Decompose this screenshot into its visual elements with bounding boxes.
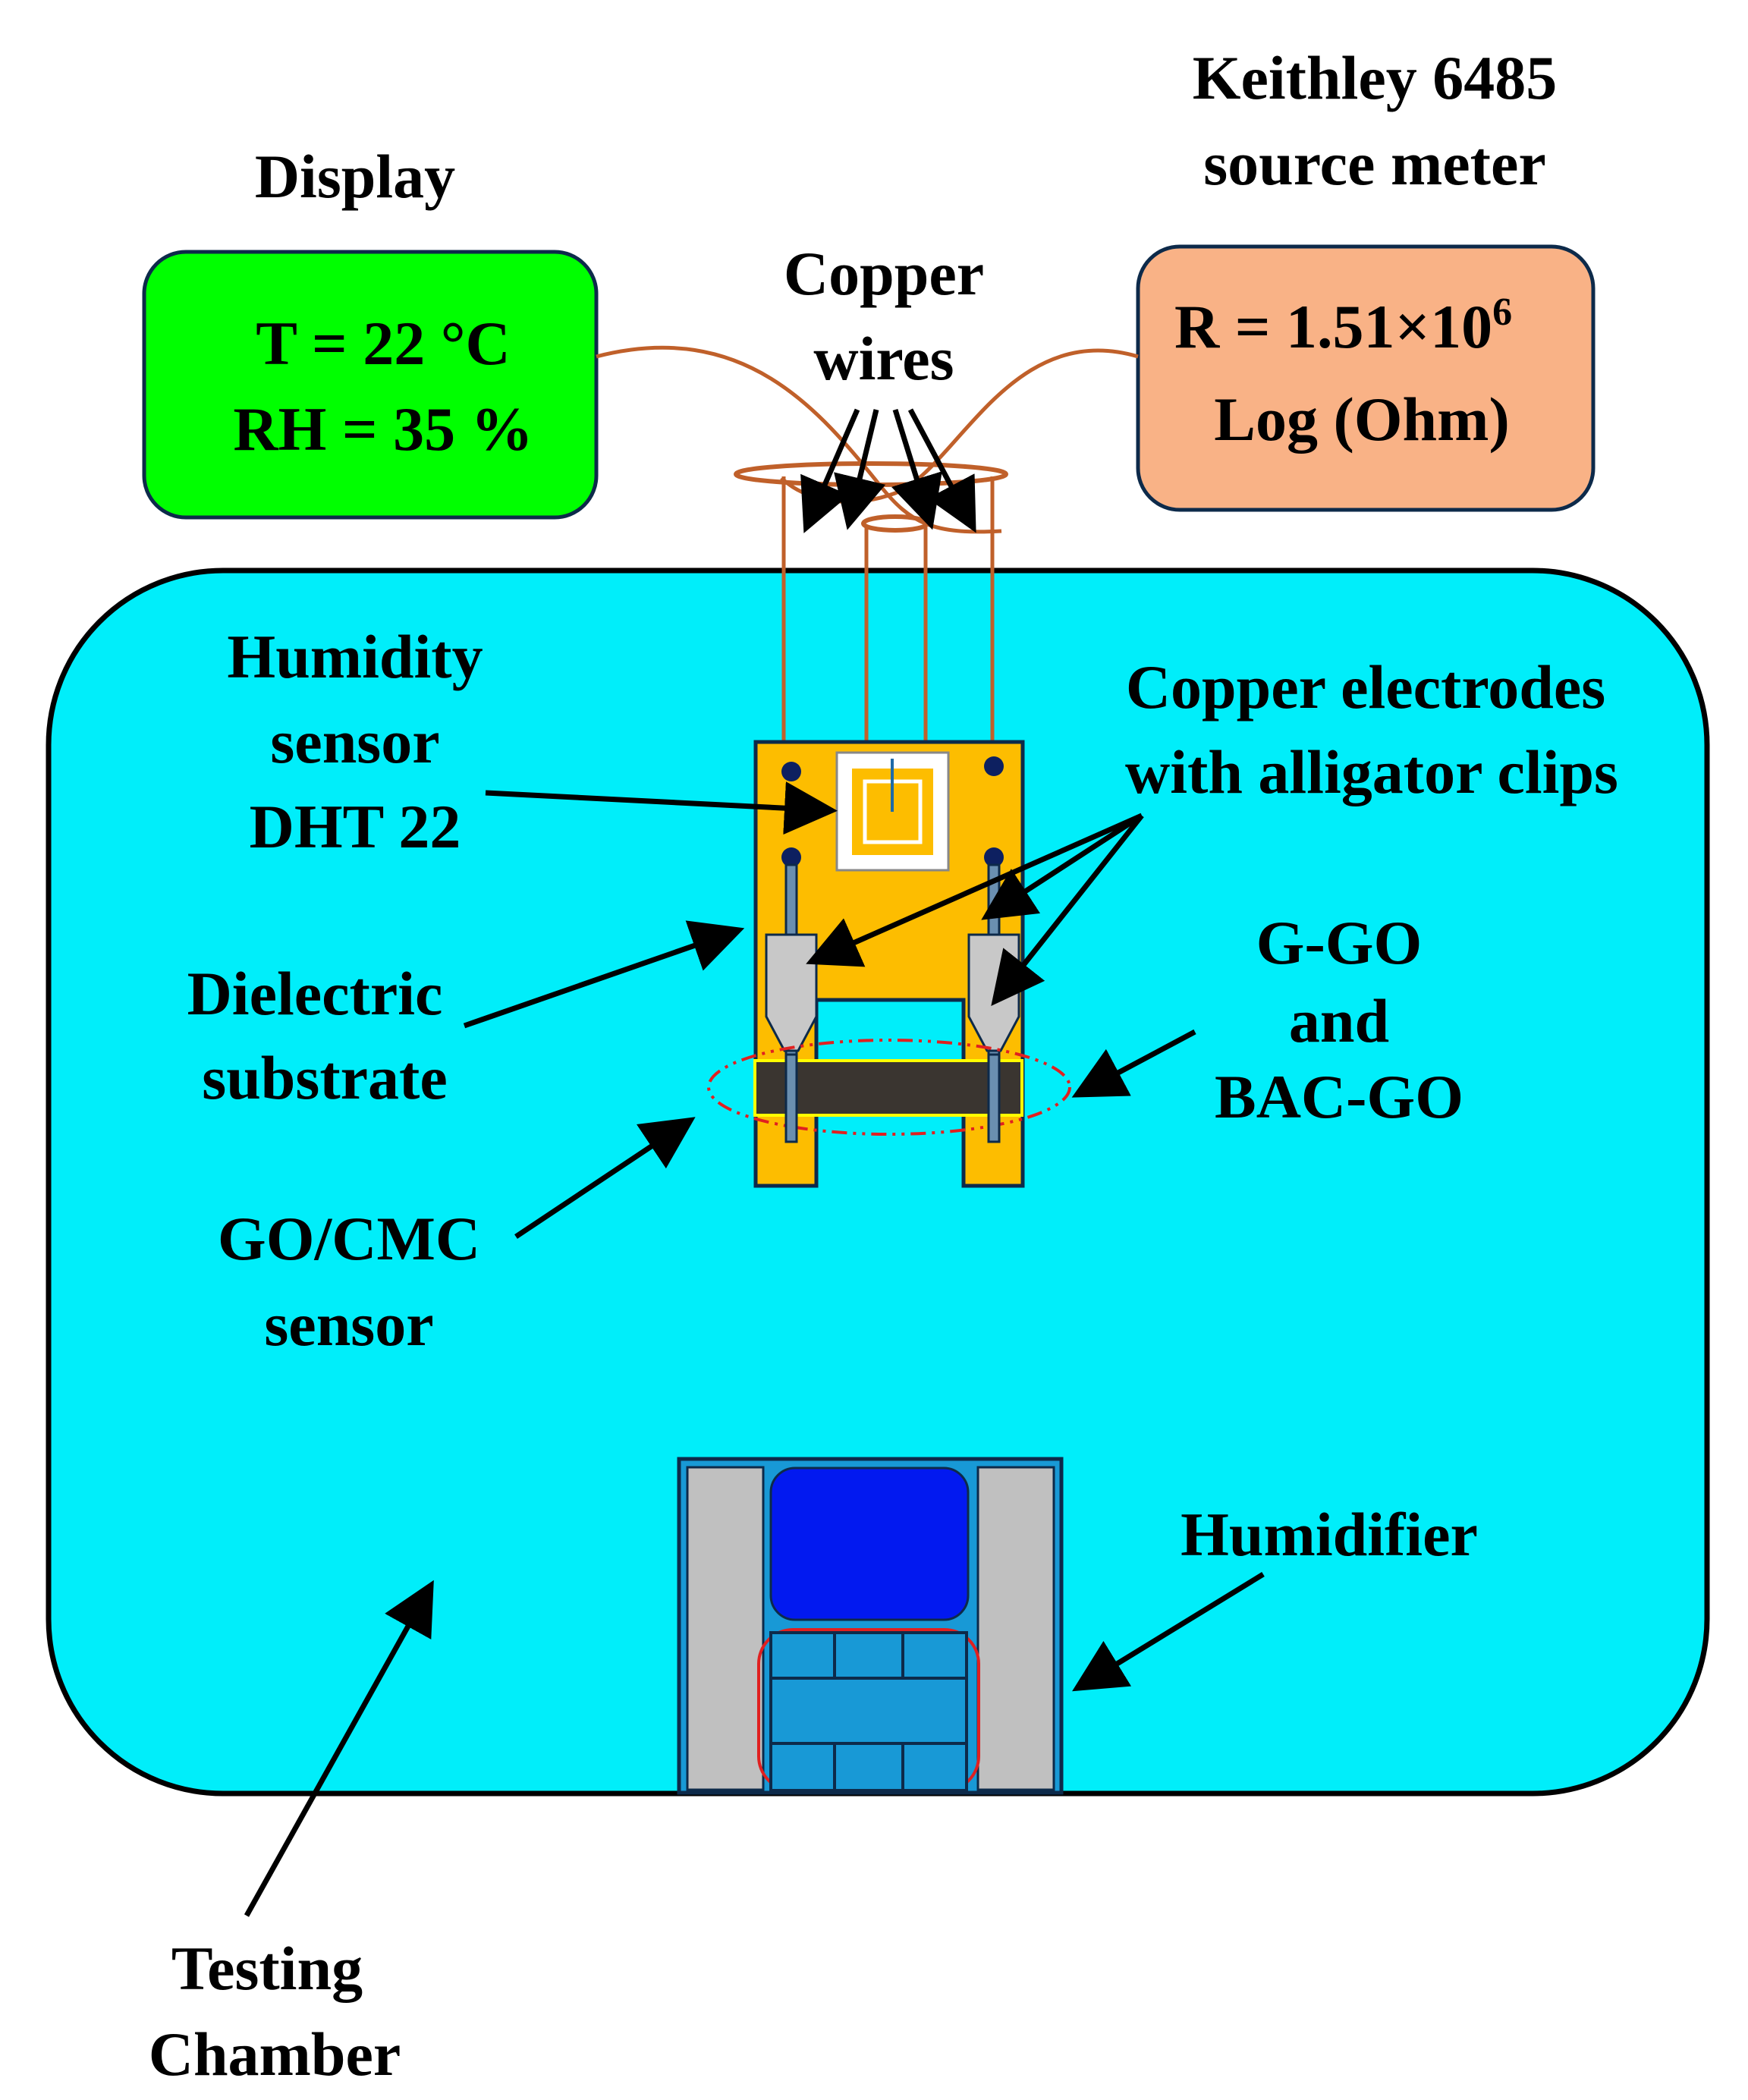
label-copper-electrodes-2: with alligator clips [1125, 737, 1618, 806]
label-humidity-sensor-3: DHT 22 [250, 792, 461, 861]
arrow-dht22 [485, 781, 838, 835]
arrow-chamber [244, 1580, 434, 1917]
label-gocmc-1: GO/CMC [218, 1204, 480, 1273]
humidifier-block-bottom [769, 1742, 968, 1792]
label-humidity-sensor-2: sensor [270, 707, 439, 776]
meter-title-line1: Keithley 6485 [1193, 43, 1558, 112]
meter-resistance-main: R = 1.51×10 [1174, 292, 1492, 361]
arrow-films [1071, 1029, 1196, 1098]
sensor-film [753, 1059, 1023, 1117]
electrode-tip-right [987, 1053, 1001, 1143]
arrow-gocmc [514, 1117, 696, 1239]
label-dielectric-2: substrate [202, 1043, 447, 1112]
contact-dot-1 [781, 762, 801, 781]
display-title: Display [255, 142, 455, 211]
label-copper-wires-2: wires [813, 324, 954, 393]
arrow-wires-1 [800, 408, 860, 533]
meter-unit: Log (Ohm) [1214, 385, 1510, 454]
meter-resistance-exponent: 6 [1492, 291, 1512, 334]
arrow-electrodes-1 [806, 813, 1143, 967]
label-films-3: BAC-GO [1215, 1062, 1463, 1131]
arrow-electrodes-2 [981, 813, 1143, 920]
display-temperature: T = 22 °C [256, 309, 510, 378]
label-films-1: G-GO [1256, 908, 1423, 977]
label-copper-electrodes-1: Copper electrodes [1126, 652, 1605, 721]
label-humidity-sensor-1: Humidity [227, 622, 483, 691]
arrow-wires-3 [891, 408, 942, 530]
label-chamber-2: Chamber [149, 2020, 401, 2089]
arrow-humidifier [1072, 1572, 1265, 1692]
label-humidifier: Humidifier [1181, 1500, 1478, 1569]
label-copper-wires-1: Copper [784, 239, 984, 308]
meter-resistance: R = 1.51×106 [1174, 291, 1512, 361]
humidifier-side-right [976, 1466, 1055, 1791]
meter-box [1136, 244, 1596, 512]
contact-dot-4 [984, 847, 1004, 867]
humidifier-tank [769, 1467, 970, 1621]
arrow-dielectric [463, 920, 745, 1029]
label-dielectric-1: Dielectric [187, 959, 443, 1028]
arrow-electrodes-3 [991, 813, 1144, 1006]
humidifier-block-mid [769, 1677, 968, 1745]
label-gocmc-2: sensor [264, 1290, 433, 1359]
label-films-2: and [1289, 986, 1389, 1055]
contact-dot-2 [984, 756, 1004, 776]
display-box [142, 250, 599, 520]
label-chamber-1: Testing [171, 1934, 363, 2003]
humidifier-side-left [686, 1466, 765, 1791]
display-humidity: RH = 35 % [233, 395, 533, 464]
contact-dot-3 [781, 847, 801, 867]
meter-title-line2: source meter [1203, 129, 1546, 198]
arrow-wires-2 [834, 409, 886, 530]
sensor-highlight [707, 1039, 1071, 1136]
electrode-tip-left [784, 1053, 798, 1143]
wire-bundle-middle [861, 514, 929, 533]
arrow-wires-4 [907, 408, 976, 533]
humidifier-block-top [769, 1631, 968, 1680]
